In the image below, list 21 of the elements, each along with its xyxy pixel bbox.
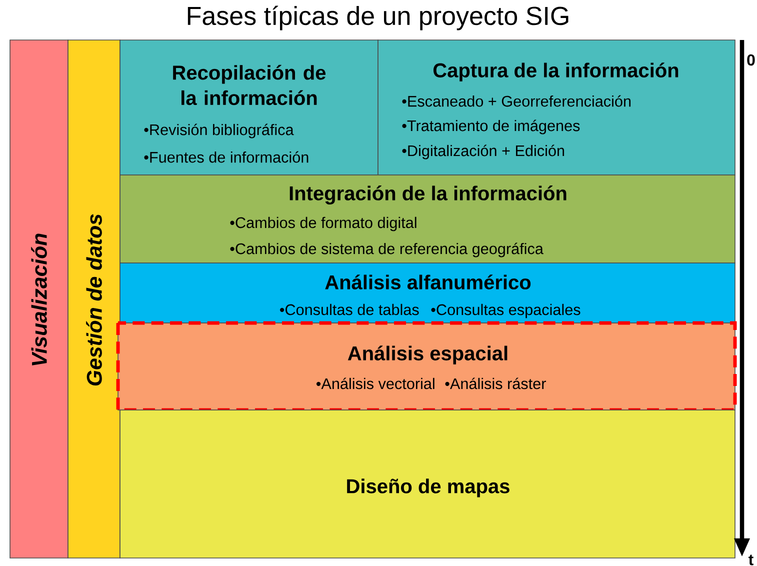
phase-heading: Análisis espacial [348,346,508,364]
phase-heading: Integración de la información [290,186,566,204]
axis-label: t [748,554,754,566]
bullet-item: •Digitalización + Edición [402,144,564,160]
phase-heading: Recopilación de la información [173,64,326,106]
bullet-item: •Cambios de sistema de referencia geográfica [230,242,544,258]
band-label: Visualización [31,234,47,366]
bullet-item: •Consultas espaciales [431,304,580,318]
bullet-item: •Tratamiento de imágenes [402,120,580,134]
bullet-item: •Análisis ráster [445,378,546,390]
bullet-item: •Revisión bibliográfica [144,124,294,138]
band-label: Gestión de datos [86,214,102,386]
phase-heading: Análisis alfanumérico [325,274,531,290]
title: Fases típicas de un proyecto SIG [188,6,568,30]
bullet-item: •Fuentes de información [144,151,308,163]
bullet-item: •Escaneado + Georreferenciación [402,95,631,107]
bullet-item: •Consultas de tablas [280,304,419,316]
phase-heading: Diseño de mapas [347,478,510,498]
phase-heading: Captura de la información [433,62,678,82]
bullet-item: •Cambios de formato digital [230,216,416,232]
bullet-item: •Análisis vectorial [316,378,434,390]
